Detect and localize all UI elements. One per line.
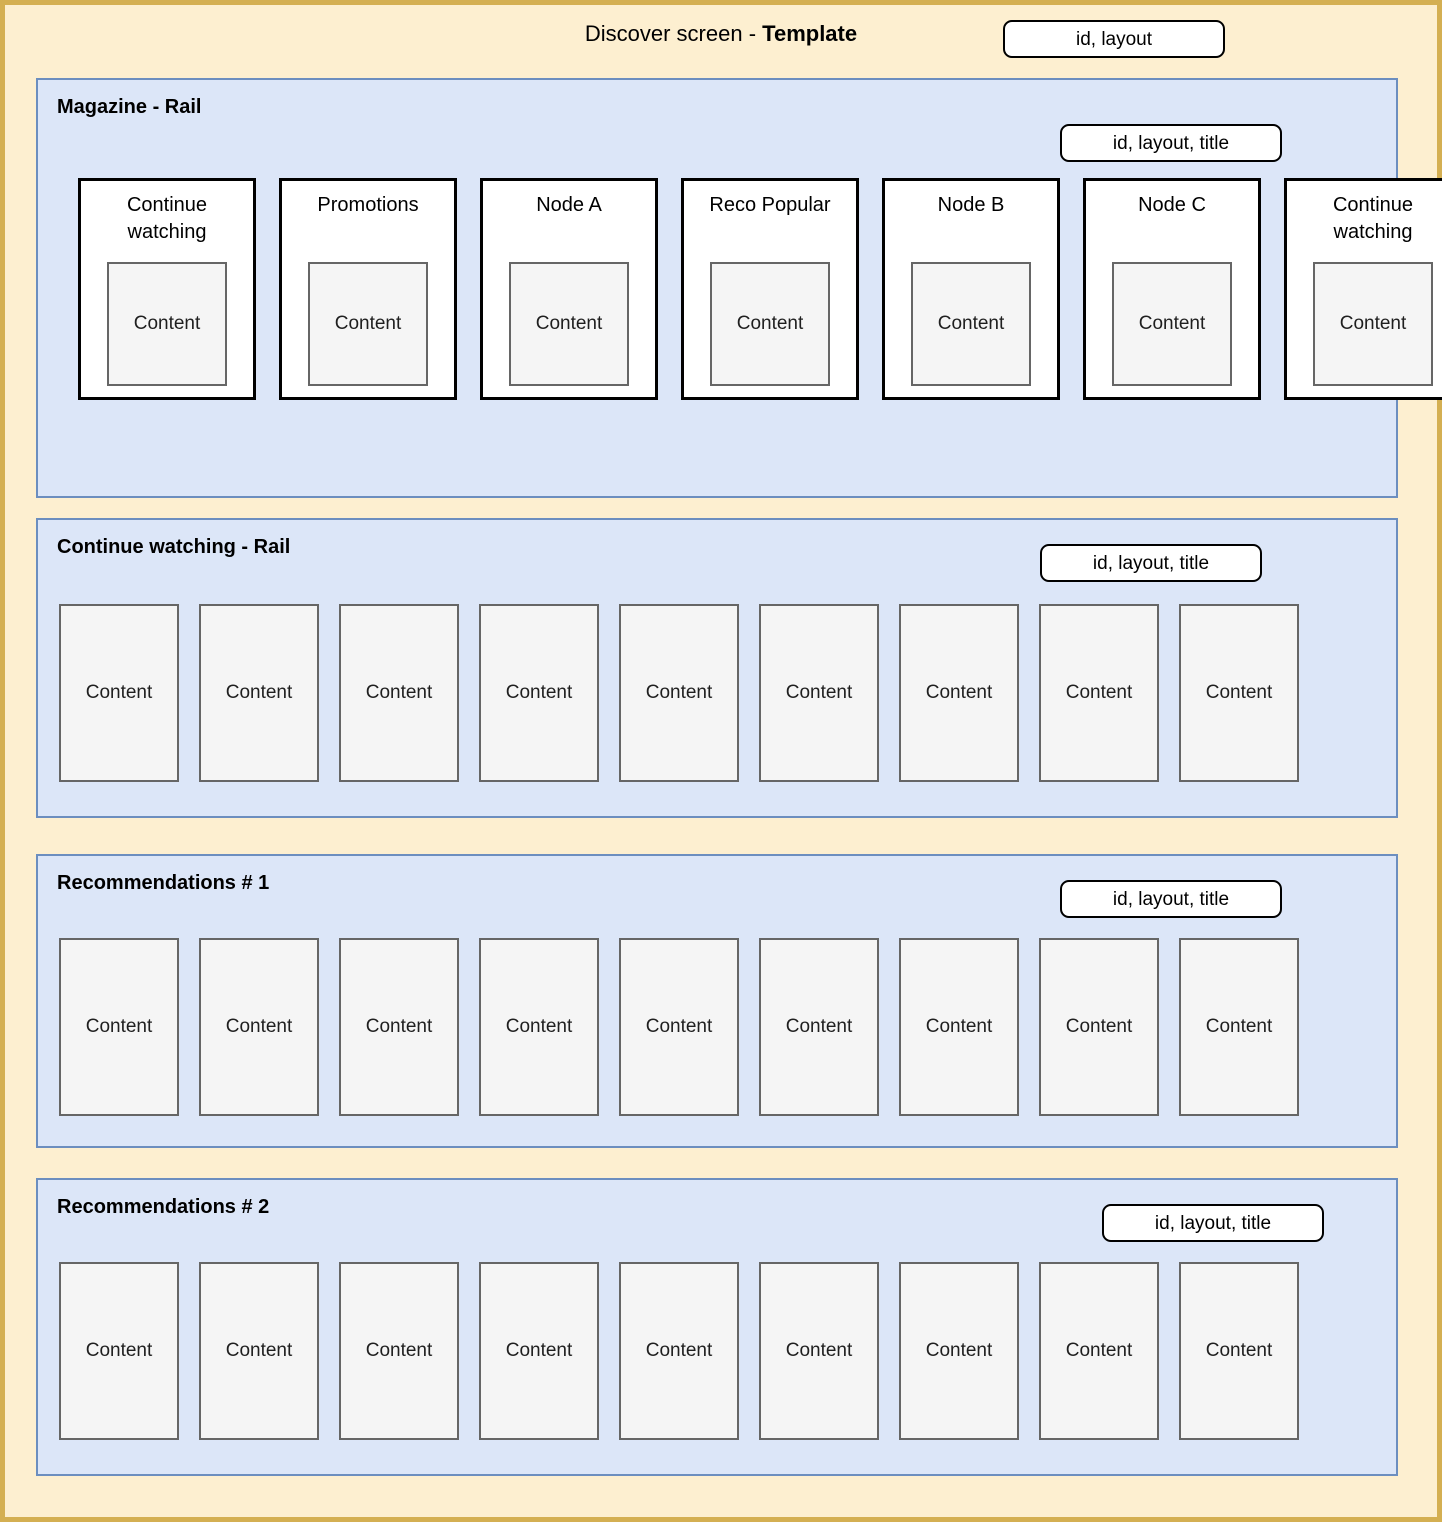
content-placeholder: Content [479,604,599,782]
content-placeholder: Content [1179,1262,1299,1440]
page-title: Discover screen - Template [5,19,1437,49]
section-title-continue-watching: Continue watching - Rail [57,536,291,558]
content-placeholder: Content [619,1262,739,1440]
magazine-card-title: Node A [536,194,602,216]
section-title-recommendations-2: Recommendations # 2 [57,1196,270,1218]
page-header: Discover screen - Template id, layout [5,5,1437,77]
magazine-card[interactable]: Node B Content [882,178,1060,400]
content-placeholder: Content [308,262,428,386]
content-placeholder: Content [199,604,319,782]
magazine-card-title: Promotions [317,194,419,216]
schema-badge-recommendations-1[interactable]: id, layout, title [1060,880,1282,918]
magazine-card-title: Reco Popular [709,194,831,216]
magazine-card-title: Node C [1138,194,1206,216]
content-placeholder: Content [759,604,879,782]
section-recommendations-1: Recommendations # 1 id, layout, title Co… [36,854,1398,1148]
content-placeholder: Content [339,604,459,782]
section-recommendations-2: Recommendations # 2 id, layout, title Co… [36,1178,1398,1476]
magazine-card[interactable]: Node C Content [1083,178,1261,400]
header-schema-badge[interactable]: id, layout [1003,20,1225,58]
content-placeholder: Content [509,262,629,386]
content-placeholder: Content [59,1262,179,1440]
magazine-card-title: Continue watching [126,194,208,243]
section-title-recommendations-1: Recommendations # 1 [57,872,270,894]
content-placeholder: Content [199,938,319,1116]
content-placeholder: Content [479,938,599,1116]
section-title-magazine: Magazine - Rail [57,96,202,118]
content-placeholder: Content [1179,938,1299,1116]
content-placeholder: Content [899,604,1019,782]
content-placeholder: Content [710,262,830,386]
content-placeholder: Content [339,1262,459,1440]
content-placeholder: Content [899,1262,1019,1440]
section-magazine-rail: Magazine - Rail id, layout, title Contin… [36,78,1442,498]
schema-badge-continue-watching[interactable]: id, layout, title [1040,544,1262,582]
content-placeholder: Content [107,262,227,386]
content-placeholder: Content [1313,262,1433,386]
content-placeholder: Content [1112,262,1232,386]
content-placeholder: Content [1179,604,1299,782]
page-title-strong: Template [762,21,858,46]
content-placeholder: Content [1039,938,1159,1116]
schema-badge-magazine[interactable]: id, layout, title [1060,124,1282,162]
content-placeholder: Content [479,1262,599,1440]
content-placeholder: Content [619,604,739,782]
section-continue-watching-rail: Continue watching - Rail id, layout, tit… [36,518,1398,818]
content-placeholder: Content [759,938,879,1116]
content-placeholder: Content [199,1262,319,1440]
content-placeholder: Content [899,938,1019,1116]
page-title-prefix: Discover screen - [584,21,763,46]
content-placeholder: Content [1039,1262,1159,1440]
content-placeholder: Content [619,938,739,1116]
content-placeholder: Content [59,604,179,782]
magazine-card-title: Node B [937,194,1005,216]
content-placeholder: Content [59,938,179,1116]
schema-badge-recommendations-2[interactable]: id, layout, title [1102,1204,1324,1242]
magazine-card-title: Continue watching [1332,194,1414,243]
content-placeholder: Content [759,1262,879,1440]
content-placeholder: Content [1039,604,1159,782]
content-placeholder: Content [911,262,1031,386]
magazine-card[interactable]: Node A Content [480,178,658,400]
content-placeholder: Content [339,938,459,1116]
